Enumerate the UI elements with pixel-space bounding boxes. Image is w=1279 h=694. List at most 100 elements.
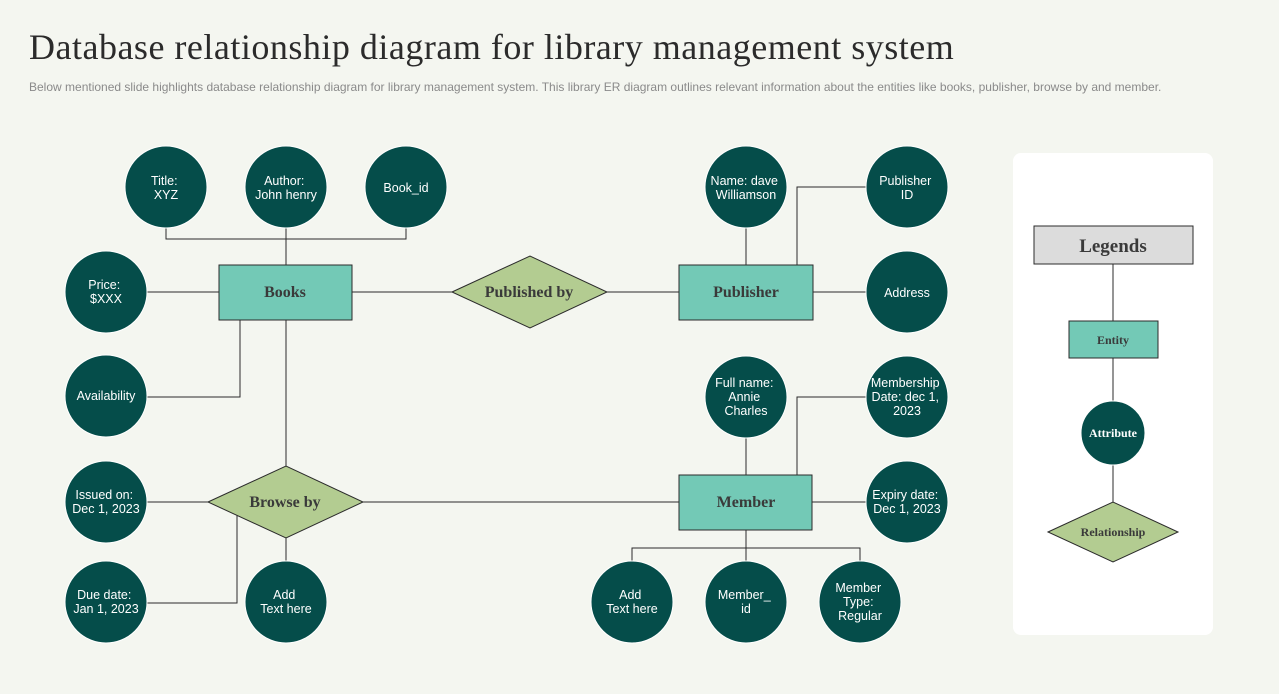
attribute-circle (64, 354, 148, 438)
relationship-published-by: Published by (450, 255, 609, 329)
attribute-circle (64, 460, 148, 544)
entity-books-label: Books (264, 284, 306, 301)
attribute-author-line2: John henry (255, 188, 318, 202)
svg-text:Author: John henry: Author: John henry (255, 174, 318, 202)
relationship-published-by-label: Published by (485, 284, 573, 301)
attribute-price: Price: $XXX (64, 250, 148, 334)
attribute-full-name-line3: Charles (724, 404, 767, 418)
entity-publisher-label: Publisher (713, 284, 779, 301)
attribute-publisher-id-line2: ID (901, 188, 914, 202)
legend-relationship-diamond (1046, 501, 1180, 563)
attribute-member-type-line3: Regular (838, 609, 882, 623)
attribute-member-id-line1: Member_ (718, 588, 772, 602)
attribute-issued-on-line2: Dec 1, 2023 (72, 502, 139, 516)
entity-member: Member (678, 474, 813, 531)
attribute-circle (704, 560, 788, 644)
attribute-circle (244, 560, 328, 644)
relationship-diamond (450, 255, 609, 329)
attribute-browse-add-text-line1: Add (273, 588, 295, 602)
attribute-author-line1: Author: (264, 174, 304, 188)
attribute-expiry-date: Expiry date: Dec 1, 2023 (865, 460, 949, 544)
svg-text:Name: dave Williamson: Name: dave Williamson (711, 174, 782, 202)
connector-availability-books (146, 320, 241, 398)
entity-box (678, 264, 814, 321)
attribute-circle (818, 560, 902, 644)
svg-text:Issued on: Dec 1, 2023: Issued on: Dec 1, 2023 (72, 488, 139, 516)
svg-text:Membership Date: dec 1,: Membership Date: dec 1, 2023 (871, 376, 943, 418)
svg-text:Add Text here: Add Text here (606, 588, 657, 616)
page-subtitle: Below mentioned slide highlights databas… (29, 80, 1162, 94)
svg-text:Add Text here: Add Text here (260, 588, 311, 616)
svg-text:Book_id: Book_id (383, 181, 428, 195)
svg-text:Full name: Annie C: Full name: Annie Charles (715, 376, 777, 418)
attribute-full-name-line2: Annie (728, 390, 760, 404)
attribute-title-line2: XYZ (154, 188, 179, 202)
legend-title-box (1033, 225, 1194, 265)
attribute-circle (704, 355, 788, 439)
entity-box (678, 474, 813, 531)
attribute-publisher-name-line1: Name: dave (711, 174, 778, 188)
attribute-member-add-text-line2: Text here (606, 602, 657, 616)
attribute-circle (124, 145, 208, 229)
legend: Legends Entity Attribute Relationship (1033, 225, 1194, 563)
attribute-full-name-line1: Full name: (715, 376, 773, 390)
attribute-browse-add-text: Add Text here (244, 560, 328, 644)
attribute-circle (364, 145, 448, 229)
attribute-membership-date-line2: Date: dec 1, (872, 390, 939, 404)
connector-duedate-browseby (146, 515, 238, 604)
attribute-publisher-id-line1: Publisher (879, 174, 931, 188)
svg-text:Price: $XXX: Price: $XXX (88, 278, 123, 306)
connector-publisherid-publisher (796, 186, 866, 265)
attribute-expiry-date-line2: Dec 1, 2023 (873, 502, 940, 516)
attribute-circle (865, 145, 949, 229)
attribute-member-add-text-line1: Add (619, 588, 641, 602)
attribute-book-id: Book_id (364, 145, 448, 229)
attribute-due-date-line2: Jan 1, 2023 (73, 602, 138, 616)
attribute-availability-line1: Availability (77, 389, 137, 403)
svg-text:Title: XYZ: Title: XYZ (151, 174, 181, 202)
attribute-browse-add-text-line2: Text here (260, 602, 311, 616)
svg-text:Address: Address (884, 286, 930, 300)
attribute-circle (865, 250, 949, 334)
attribute-member-type-line1: Member (835, 581, 881, 595)
attribute-membership-date-line3: 2023 (893, 404, 921, 418)
attribute-circle (704, 145, 788, 229)
attribute-title-line1: Title: (151, 174, 178, 188)
entity-publisher: Publisher (678, 264, 814, 321)
connector-member-bottom-bus (631, 547, 861, 562)
svg-text:Due date: Jan 1, 2023: Due date: Jan 1, 2023 (73, 588, 138, 616)
relationship-browse-by-label: Browse by (249, 494, 320, 511)
attribute-circle (865, 460, 949, 544)
legend-entity-box (1068, 320, 1159, 359)
attribute-member-type: Member Type: Regular (818, 560, 902, 644)
legend-title: Legends (1079, 236, 1147, 257)
attribute-member-type-line2: Type: (843, 595, 874, 609)
attribute-due-date-line1: Due date: (77, 588, 131, 602)
attribute-publisher-name-line2: Williamson (716, 188, 776, 202)
attribute-member-add-text: Add Text here (590, 560, 674, 644)
attribute-due-date: Due date: Jan 1, 2023 (64, 560, 148, 644)
attribute-circle (865, 355, 949, 439)
relationship-browse-by: Browse by (206, 465, 365, 539)
svg-text:Member_ id: Member_ id (718, 588, 774, 616)
connector-lines (146, 186, 1114, 604)
legend-relationship-label: Relationship (1081, 525, 1146, 539)
attribute-expiry-date-line1: Expiry date: (872, 488, 938, 502)
svg-text:Availability: Availability (77, 389, 137, 403)
svg-text:Publisher ID: Publisher ID (879, 174, 935, 202)
attribute-address-line1: Address (884, 286, 930, 300)
attribute-price-line1: Price: (88, 278, 120, 292)
entity-box (218, 264, 353, 321)
legend-attribute-circle (1080, 400, 1146, 466)
legend-attribute-label: Attribute (1089, 426, 1138, 440)
connector-membershipdate-member (796, 396, 866, 475)
attribute-membership-date: Membership Date: dec 1, 2023 (865, 355, 949, 439)
attribute-author: Author: John henry (244, 145, 328, 229)
svg-text:Member Type: Regul: Member Type: Regular (835, 581, 884, 623)
attribute-circle (244, 145, 328, 229)
attribute-price-line2: $XXX (90, 292, 123, 306)
attribute-full-name: Full name: Annie Charles (704, 355, 788, 439)
legend-entity-label: Entity (1097, 333, 1129, 347)
attribute-publisher-id: Publisher ID (865, 145, 949, 229)
svg-text:Expiry date: Dec 1, 2023: Expiry date: Dec 1, 2023 (872, 488, 942, 516)
